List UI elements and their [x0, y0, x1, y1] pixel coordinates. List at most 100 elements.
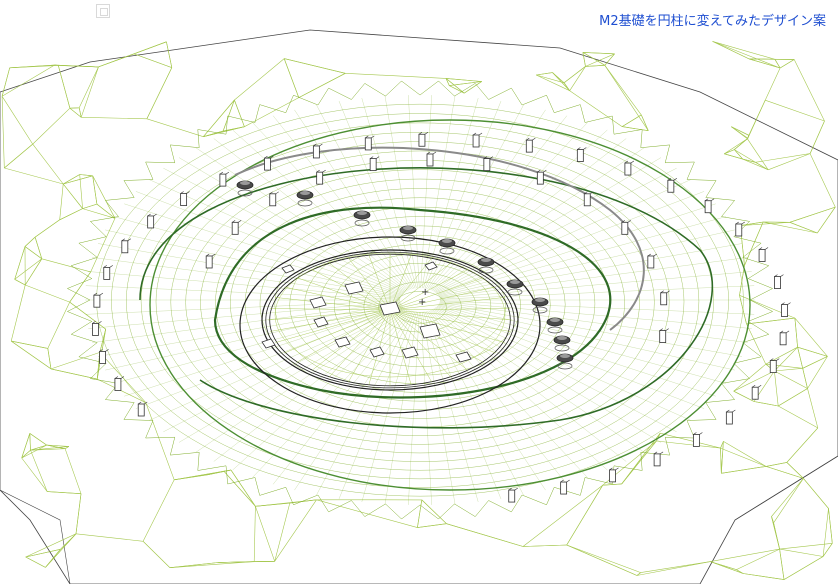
foundation-post [121, 238, 131, 254]
mesh-edge [740, 222, 790, 226]
rim-edge [488, 500, 512, 513]
bowl-radial [232, 129, 409, 291]
rim-edge [640, 129, 643, 148]
mesh-edge [47, 348, 52, 369]
rim-edge [90, 216, 119, 222]
rim-edge [145, 161, 175, 164]
walkway-arc [234, 146, 645, 331]
bowl-radial [85, 285, 401, 300]
rim-edge [454, 503, 476, 517]
mesh-edge [585, 53, 615, 67]
rim-edge [742, 342, 762, 357]
bowl-contour [200, 169, 640, 436]
mesh-edge [464, 81, 482, 94]
mesh-edge [731, 126, 749, 139]
mesh-edge [802, 356, 828, 369]
mesh-edge [746, 323, 767, 365]
rim-edge [584, 477, 613, 485]
mesh-edge [746, 317, 795, 325]
mesh-edge [807, 356, 828, 389]
bowl-radial [113, 304, 402, 384]
mesh-edge [774, 368, 803, 372]
rim-edge [664, 437, 670, 456]
rim-edge [285, 95, 294, 113]
arena-pad [455, 351, 472, 363]
bowl-contour [348, 263, 492, 350]
rim-edge [90, 363, 107, 379]
arena-radial [284, 309, 391, 354]
arena-radial [389, 257, 432, 311]
mesh-edge [289, 499, 317, 504]
mesh-edge [34, 237, 43, 259]
rim-edge [511, 87, 523, 106]
rim-edge [488, 87, 512, 100]
rim-edge [78, 342, 98, 357]
bowl-radial [88, 301, 401, 329]
mesh-edge [621, 433, 661, 485]
rim-edge [145, 161, 154, 180]
rim-edge [67, 299, 91, 312]
mesh-edge [59, 208, 83, 221]
bowl-radial [124, 203, 403, 295]
foundation-post [609, 467, 619, 483]
rim-edge [71, 257, 98, 266]
arena-radial [389, 269, 469, 311]
foundation-post [779, 330, 790, 346]
foundation-post [312, 143, 323, 159]
bowl-radial [436, 179, 692, 294]
mesh-edge [25, 533, 77, 558]
rim-edge [419, 504, 439, 520]
bowl-radial [439, 257, 748, 298]
mesh-edge [794, 317, 828, 357]
mesh-edge [779, 59, 795, 69]
mesh-edge [774, 59, 781, 69]
bowl-radial [88, 271, 401, 299]
rim-edge [197, 129, 227, 135]
mesh-edge [536, 74, 565, 84]
bowl-radial [435, 168, 677, 293]
mesh-edge [641, 114, 649, 131]
rim-edge [225, 115, 228, 135]
mesh-edge [50, 352, 100, 370]
rim-edge [285, 487, 294, 505]
cylinder-pier [353, 210, 371, 227]
arena-radial [389, 277, 484, 311]
mesh-edge [552, 72, 570, 91]
rim-edge [686, 179, 717, 181]
mesh-edge [602, 483, 622, 486]
rim-edge [225, 465, 228, 485]
mesh-edge [78, 107, 82, 118]
mesh-edge [755, 153, 811, 163]
mesh-edge [783, 556, 824, 580]
mesh-edge [724, 149, 735, 155]
bowl-radial [195, 308, 407, 453]
mesh-edge [585, 65, 605, 67]
rim-edge [511, 494, 523, 513]
mesh-edge [14, 279, 26, 286]
mesh-edge [569, 66, 586, 91]
mesh-edge [234, 58, 285, 101]
foundation-post [418, 131, 429, 147]
bowl-contour [378, 281, 462, 333]
mesh-edge [32, 107, 71, 145]
mesh-edge [536, 72, 553, 76]
bowl-radial [124, 305, 403, 397]
bowl-radial [432, 309, 627, 462]
mesh-edge [721, 441, 724, 474]
rim-edge [67, 278, 92, 289]
mesh-edge [41, 258, 91, 273]
inner-foundation-post [426, 151, 437, 167]
inner-foundation-post [583, 191, 594, 207]
mesh-edge [58, 65, 99, 68]
mesh-edge [203, 126, 245, 137]
rim-edge [665, 436, 695, 439]
mesh-edge [604, 65, 642, 116]
arena-outer-ring [239, 236, 541, 414]
rim-edge [686, 161, 695, 180]
mesh-edge [82, 203, 97, 209]
mesh-edge [779, 543, 833, 550]
arena-ring [261, 249, 519, 391]
mesh-edge [566, 544, 641, 573]
mesh-edge [604, 65, 649, 131]
mesh-edge [747, 100, 766, 139]
